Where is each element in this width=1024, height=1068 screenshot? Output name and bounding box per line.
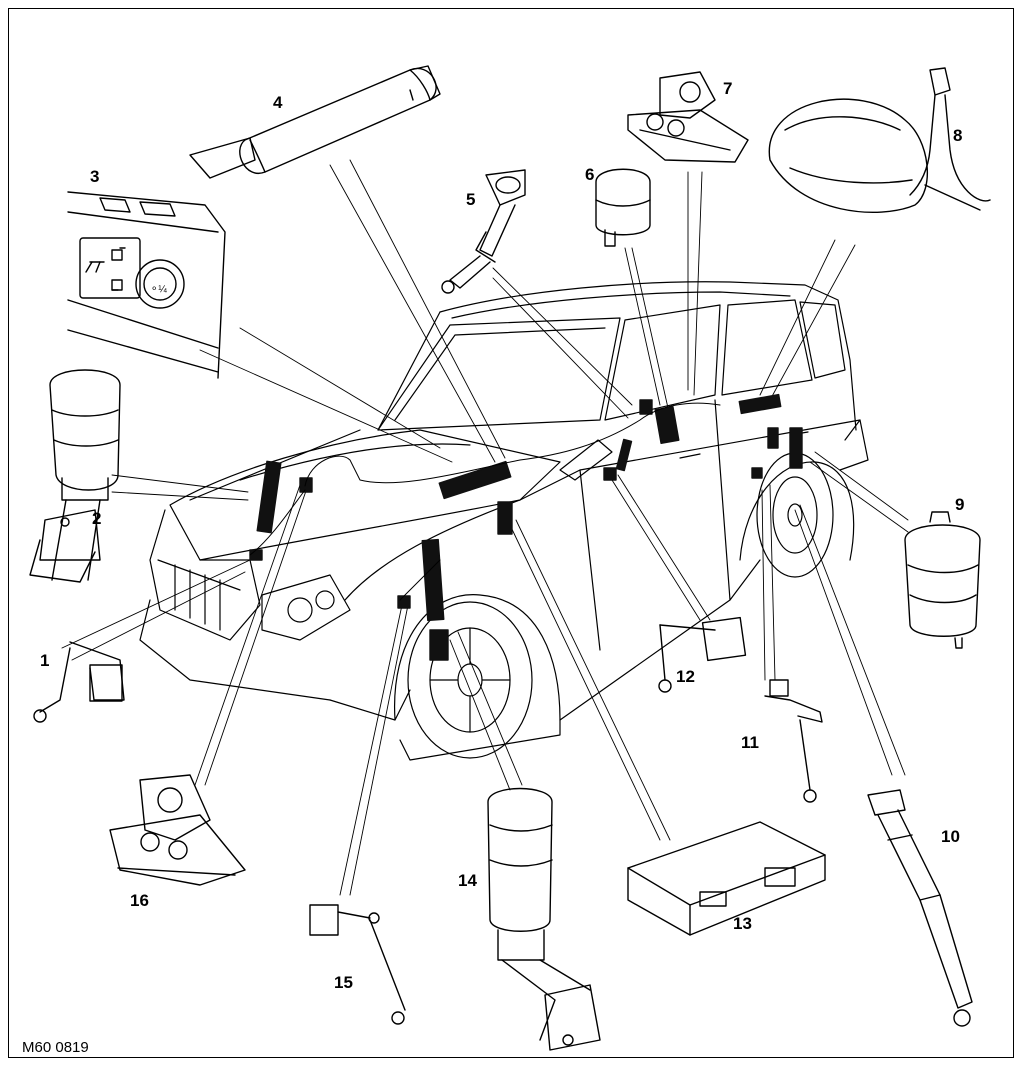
- rear-air-spring-top: [595, 168, 651, 247]
- callout-2: 2: [92, 509, 102, 528]
- leader-lines: [61, 159, 909, 896]
- rear-air-spring: [904, 511, 981, 649]
- callout-16: 16: [130, 891, 149, 910]
- callout-15: 15: [334, 973, 353, 992]
- compressor-cover: [768, 67, 991, 213]
- callout-9: 9: [955, 495, 965, 514]
- callout-14: 14: [458, 871, 477, 890]
- rear-height-sensor-right: [764, 679, 823, 803]
- valve-block-upper: [627, 71, 749, 163]
- rear-damper-long: [867, 789, 973, 1027]
- callout-3: 3: [90, 167, 100, 186]
- valve-block-lower: [109, 774, 246, 886]
- front-air-spring: [487, 787, 601, 1051]
- figure-code: M60 0819: [22, 1039, 89, 1056]
- callout-13: 13: [733, 914, 752, 933]
- callout-12: 12: [676, 667, 695, 686]
- switch-panel-inset: ⚬¼: [67, 191, 226, 379]
- callout-8: 8: [953, 126, 963, 145]
- rear-height-sensor-left: [658, 616, 747, 693]
- callout-5: 5: [466, 190, 476, 209]
- callout-1: 1: [40, 651, 50, 670]
- front-air-strut: [29, 369, 121, 583]
- rear-damper: [441, 169, 526, 294]
- front-height-sensor: [33, 641, 125, 723]
- callout-7: 7: [723, 79, 733, 98]
- ecu-module: [627, 821, 826, 936]
- front-height-sensor-left: [309, 904, 406, 1025]
- callout-11: 11: [741, 733, 759, 752]
- callout-10: 10: [941, 827, 960, 846]
- callout-6: 6: [585, 165, 595, 184]
- air-reservoir: [189, 65, 441, 179]
- wiring-harness: [249, 402, 721, 601]
- callout-4: 4: [273, 93, 283, 112]
- svg-text:⚬¼: ⚬¼: [150, 283, 167, 295]
